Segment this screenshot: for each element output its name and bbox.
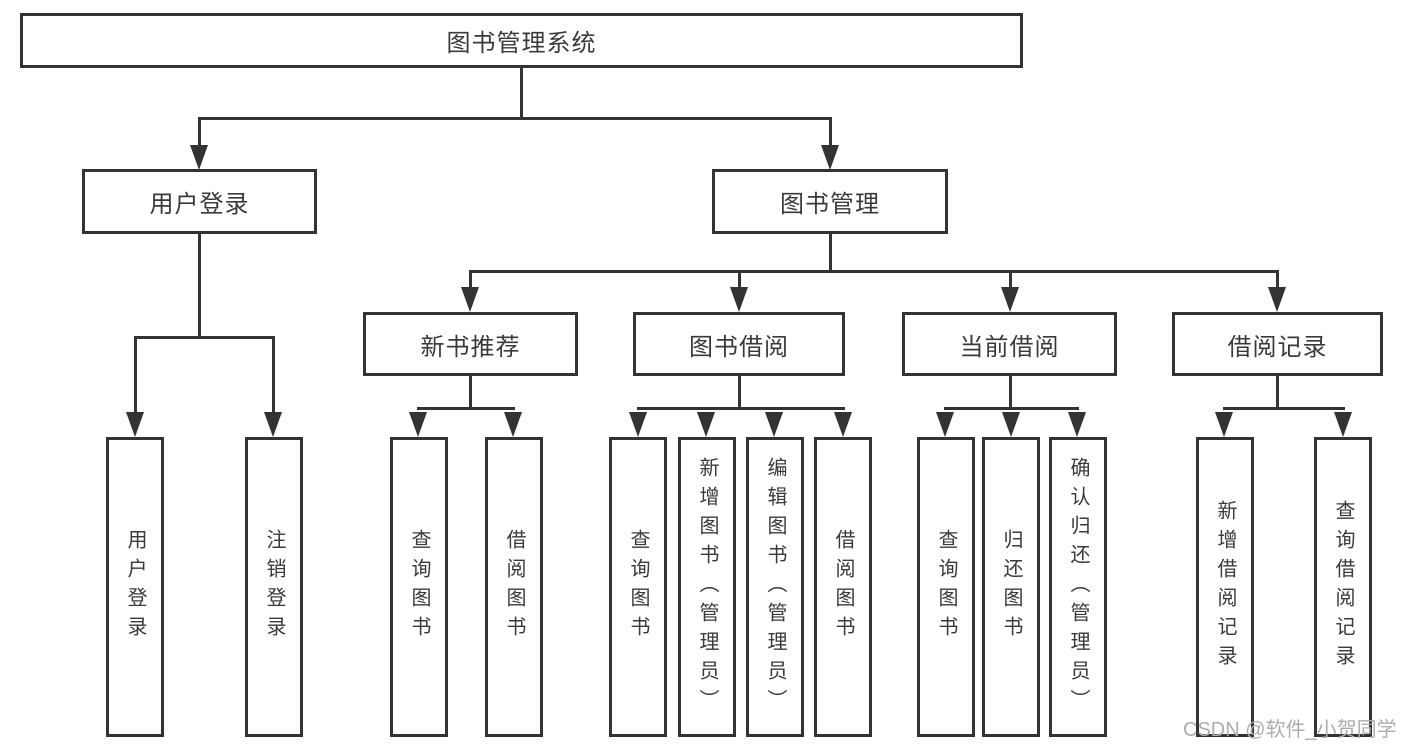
leaf-edit-book-admin: 编辑图书（管理员） <box>746 437 804 737</box>
node-current-borrow: 当前借阅 <box>902 312 1117 376</box>
connector-line <box>134 336 137 414</box>
leaf-return-book: 归还图书 <box>982 437 1040 737</box>
arrow-down-icon <box>1334 412 1352 437</box>
connector-line <box>272 336 275 414</box>
arrow-down-icon <box>1215 412 1233 437</box>
connector-line <box>134 336 275 339</box>
leaf-add-borrow-record: 新增借阅记录 <box>1196 437 1254 737</box>
node-borrow-records: 借阅记录 <box>1172 312 1383 376</box>
leaf-add-book-admin: 新增图书（管理员） <box>678 437 736 737</box>
connector-line <box>417 407 515 410</box>
csdn-watermark: CSDN @软件_小贺同学 <box>1183 719 1397 741</box>
arrow-down-icon <box>190 145 208 170</box>
arrow-down-icon <box>264 412 282 437</box>
connector-line <box>520 68 523 119</box>
arrow-down-icon <box>629 412 647 437</box>
arrow-down-icon <box>504 412 522 437</box>
connector-line <box>198 117 831 120</box>
leaf-confirm-return-admin: 确认归还（管理员） <box>1049 437 1107 737</box>
connector-line <box>198 117 201 149</box>
arrow-down-icon <box>1002 412 1020 437</box>
leaf-query-book-current: 查询图书 <box>917 437 975 737</box>
arrow-down-icon <box>821 145 839 170</box>
connector-line <box>469 270 1279 273</box>
connector-line <box>738 375 741 410</box>
connector-line <box>829 117 832 149</box>
connector-line <box>198 233 201 338</box>
node-root: 图书管理系统 <box>20 13 1023 68</box>
leaf-borrow-book-recommend: 借阅图书 <box>485 437 543 737</box>
arrow-down-icon <box>697 412 715 437</box>
arrow-down-icon <box>765 412 783 437</box>
node-book-management: 图书管理 <box>712 169 948 234</box>
connector-line <box>738 270 741 290</box>
leaf-query-book-recommend: 查询图书 <box>390 437 448 737</box>
connector-line <box>637 407 845 410</box>
connector-line <box>469 375 472 410</box>
connector-line <box>829 233 832 272</box>
node-user-login: 用户登录 <box>82 169 317 234</box>
connector-line <box>944 407 1079 410</box>
node-book-borrow: 图书借阅 <box>633 312 845 376</box>
leaf-query-borrow-record: 查询借阅记录 <box>1314 437 1372 737</box>
arrow-down-icon <box>1268 287 1286 312</box>
leaf-query-book-borrow: 查询图书 <box>609 437 667 737</box>
leaf-user-login: 用户登录 <box>106 437 164 737</box>
arrow-down-icon <box>730 287 748 312</box>
node-new-book-recommend: 新书推荐 <box>363 312 578 376</box>
connector-line <box>1276 375 1279 410</box>
connector-line <box>1009 375 1012 410</box>
arrow-down-icon <box>461 287 479 312</box>
leaf-borrow-book: 借阅图书 <box>814 437 872 737</box>
arrow-down-icon <box>126 412 144 437</box>
connector-line <box>1009 270 1012 290</box>
arrow-down-icon <box>834 412 852 437</box>
arrow-down-icon <box>409 412 427 437</box>
arrow-down-icon <box>1001 287 1019 312</box>
connector-line <box>1223 407 1345 410</box>
connector-line <box>469 270 472 290</box>
arrow-down-icon <box>936 412 954 437</box>
leaf-logout: 注销登录 <box>245 437 303 737</box>
arrow-down-icon <box>1068 412 1086 437</box>
connector-line <box>1276 270 1279 290</box>
